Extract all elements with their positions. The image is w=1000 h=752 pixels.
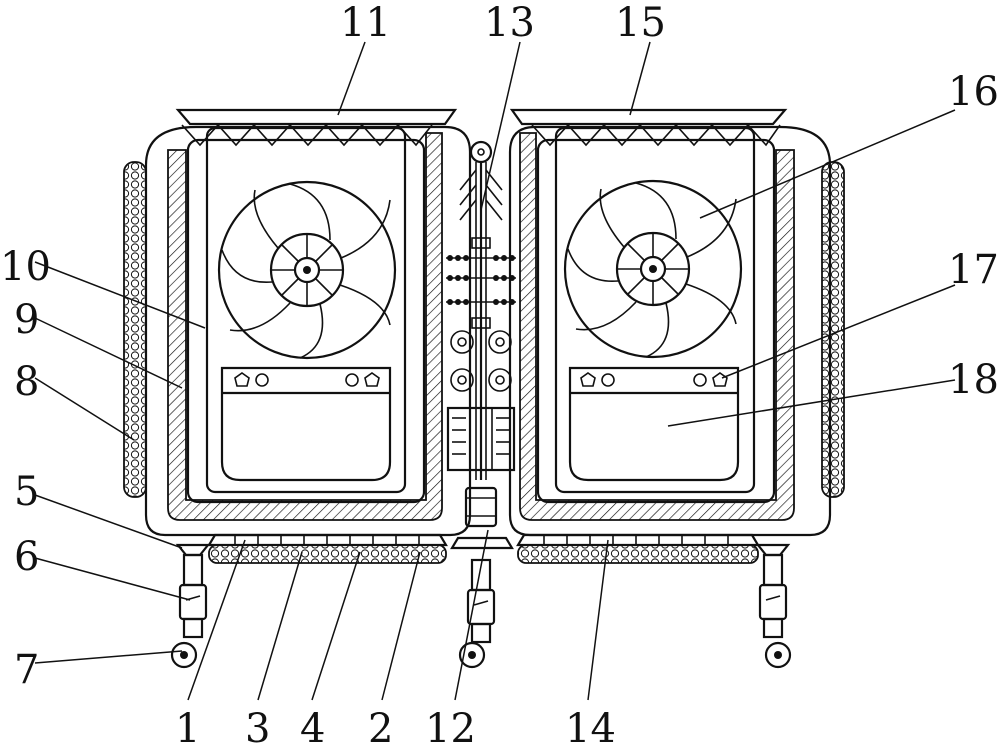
right-base (516, 533, 760, 564)
callout-1: 1 (175, 706, 200, 752)
right-top-cover (509, 108, 788, 147)
callout-18: 18 (948, 357, 999, 403)
callout-7: 7 (14, 647, 39, 693)
callout-14: 14 (565, 706, 616, 752)
center-caster (458, 558, 496, 669)
callout-5: 5 (14, 469, 39, 515)
left-side-filter (123, 161, 147, 498)
callout-11: 11 (340, 0, 391, 46)
right-tray (568, 366, 740, 482)
right-caster (755, 543, 792, 669)
left-housing (144, 125, 472, 537)
right-fan (563, 179, 743, 359)
left-fan (217, 180, 397, 360)
leader-lines (34, 41, 956, 701)
callout-12: 12 (425, 706, 476, 752)
callout-15: 15 (615, 0, 666, 46)
callout-2: 2 (368, 706, 393, 752)
left-base (207, 533, 448, 564)
left-hatched-wall (167, 132, 443, 521)
callout-6: 6 (14, 534, 39, 580)
right-side-filter (821, 161, 845, 498)
left-caster (170, 543, 211, 669)
right-hatched-wall (519, 132, 795, 521)
center-shaft (446, 140, 516, 550)
callout-8: 8 (14, 359, 39, 405)
callout-16: 16 (948, 69, 999, 115)
callout-3: 3 (245, 706, 270, 752)
callout-13: 13 (484, 0, 535, 46)
left-top-cover (175, 108, 458, 147)
callout-9: 9 (14, 297, 39, 343)
left-tray (220, 366, 392, 482)
callout-17: 17 (948, 247, 999, 293)
callout-4: 4 (300, 706, 325, 752)
callout-10: 10 (0, 244, 51, 290)
